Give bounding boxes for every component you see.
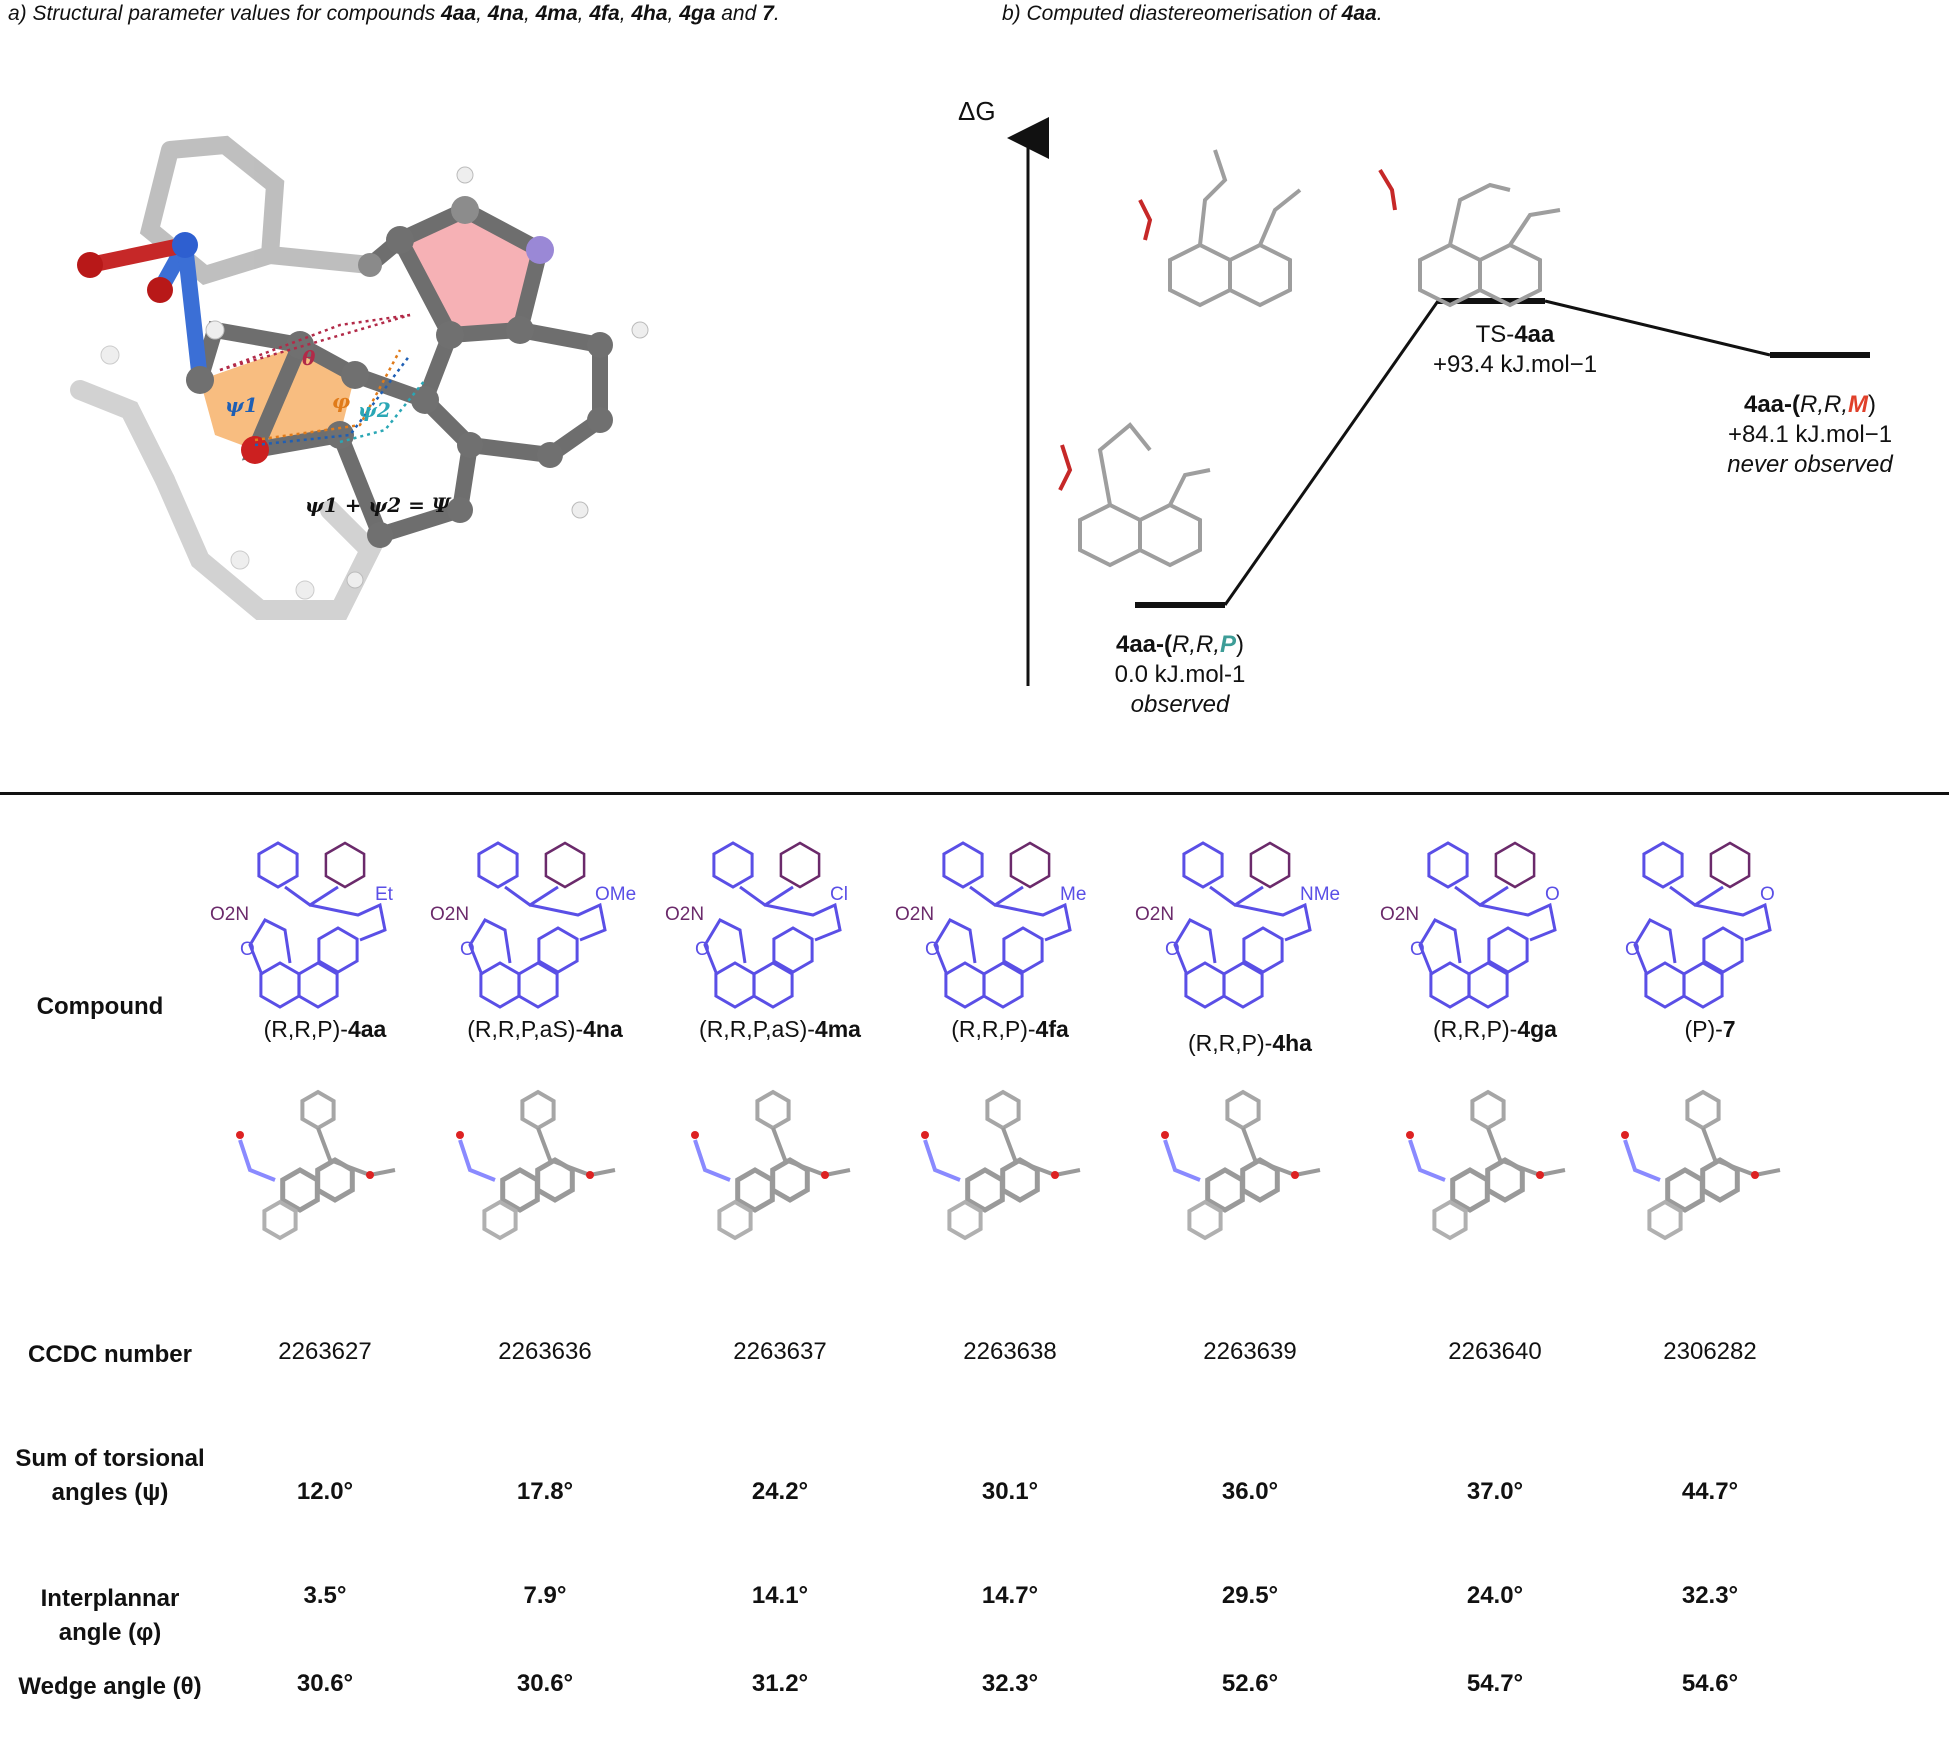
ccdc-value-7: 2306282 xyxy=(1663,1338,1757,1365)
crystal-structure-4ha xyxy=(1161,1089,1321,1241)
interplanar-value-7: 32.3° xyxy=(1681,1582,1739,1609)
interplanar-value-4ga: 24.0° xyxy=(1466,1582,1524,1609)
row-label-wedge: Wedge angle (θ) xyxy=(18,1673,202,1700)
substituent-label: Et xyxy=(375,884,394,905)
wedge-value-4ha: 52.6° xyxy=(1221,1670,1279,1697)
wedge-value-7: 54.6° xyxy=(1681,1670,1739,1697)
ring-oxygen-label: O xyxy=(695,939,710,960)
panel-b-caption: b) Computed diastereomerisation of 4aa. xyxy=(1002,2,1383,25)
wedge-value-4aa: 30.6° xyxy=(296,1670,354,1697)
compound-name-4ga: (R,R,P)-4ga xyxy=(1433,1016,1557,1042)
ring-oxygen-label: O xyxy=(1410,939,1425,960)
skeletal-structure-4fa: O2N O Me xyxy=(895,841,1086,1009)
row-label-compound: Compound xyxy=(36,993,164,1020)
state-ts-label: TS-4aa +93.4 kJ.mol−1 xyxy=(1432,321,1598,378)
nitro-group-label: O2N xyxy=(665,904,704,925)
ring-oxygen-label: O xyxy=(240,939,255,960)
ccdc-value-4ha: 2263639 xyxy=(1203,1338,1297,1365)
psi1-label: ψ1 xyxy=(225,393,258,417)
interplanar-value-4ma: 14.1° xyxy=(751,1582,809,1609)
skeletal-structure-4ga: O2N O O xyxy=(1380,841,1560,1009)
torsional-value-4fa: 30.1° xyxy=(981,1478,1039,1505)
torsional-value-4ga: 37.0° xyxy=(1466,1478,1524,1505)
phi-label: φ xyxy=(332,389,350,413)
nitro-group-label: O2N xyxy=(430,904,469,925)
torsional-value-4na: 17.8° xyxy=(516,1478,574,1505)
wedge-value-4fa: 32.3° xyxy=(981,1670,1039,1697)
skeletal-structure-7: OO xyxy=(1625,841,1775,1009)
product-model xyxy=(1378,168,1561,308)
skeletal-structure-4aa: O2N O Et xyxy=(210,841,394,1009)
torsional-value-7: 44.7° xyxy=(1681,1478,1739,1505)
ccdc-value-4ma: 2263637 xyxy=(733,1338,827,1365)
torsional-value-4aa: 12.0° xyxy=(296,1478,354,1505)
compound-name-4fa: (R,R,P)-4fa xyxy=(951,1016,1069,1042)
crystal-structure-4fa xyxy=(921,1089,1081,1241)
nitro-group-label: O2N xyxy=(895,904,934,925)
wedge-value-4ma: 31.2° xyxy=(751,1670,809,1697)
interplanar-value-4ha: 29.5° xyxy=(1221,1582,1279,1609)
substituent-label: O xyxy=(1760,884,1775,905)
interplanar-value-4aa: 3.5° xyxy=(303,1582,347,1609)
compound-name-4aa: (R,R,P)-4aa xyxy=(263,1016,387,1042)
torsional-value-4ma: 24.2° xyxy=(751,1478,809,1505)
ring-oxygen-label: O xyxy=(1165,939,1180,960)
row-label-interplanar: Interplannar angle (φ) xyxy=(40,1585,180,1646)
substituent-label: O xyxy=(1545,884,1560,905)
substituent-label: OMe xyxy=(595,884,636,905)
state-reactant-label: 4aa-(R,R,P) 0.0 kJ.mol-1 observed xyxy=(1114,631,1246,718)
ring-oxygen-label: O xyxy=(460,939,475,960)
nitro-group-label: O2N xyxy=(210,904,249,925)
substituent-label: Me xyxy=(1060,884,1086,905)
skeletal-structure-4na: O2N O OMe xyxy=(430,841,636,1009)
crystal-structure-4ma xyxy=(691,1089,851,1241)
ring-oxygen-label: O xyxy=(925,939,940,960)
compound-name-4ha: (R,R,P)-4ha xyxy=(1188,1030,1312,1056)
ccdc-value-4fa: 2263638 xyxy=(963,1338,1057,1365)
compound-name-4ma: (R,R,P,aS)-4ma xyxy=(699,1016,861,1042)
delta-g-label: ΔG xyxy=(958,96,996,126)
panel-a-caption: a) Structural parameter values for compo… xyxy=(8,2,780,25)
ts-model xyxy=(1138,149,1302,308)
nitro-group-label: O2N xyxy=(1380,904,1419,925)
skeletal-structure-4ma: O2N O Cl xyxy=(665,841,848,1009)
crystal-structure-7 xyxy=(1621,1089,1781,1241)
ccdc-value-4ga: 2263640 xyxy=(1448,1338,1542,1365)
row-label-torsional: Sum of torsional angles (ψ) xyxy=(15,1445,205,1506)
interplanar-value-4fa: 14.7° xyxy=(981,1582,1039,1609)
row-label-ccdc: CCDC number xyxy=(27,1341,192,1368)
crystal-structure-4na xyxy=(456,1089,616,1241)
energy-profile-diagram xyxy=(1007,117,1870,686)
section-divider xyxy=(0,792,1949,795)
substituent-label: Cl xyxy=(830,884,848,905)
substituent-label: NMe xyxy=(1300,884,1340,905)
reactant-model xyxy=(1058,422,1211,568)
crystal-structure-4aa xyxy=(236,1089,396,1241)
state-product-label: 4aa-(R,R,M) +84.1 kJ.mol−1 never observe… xyxy=(1727,391,1893,478)
interplanar-value-4na: 7.9° xyxy=(523,1582,567,1609)
psi2-label: ψ2 xyxy=(358,398,391,422)
psi-sum-formula: ψ1 + ψ2 = Ψ xyxy=(305,493,452,517)
compound-name-4na: (R,R,P,aS)-4na xyxy=(467,1016,623,1042)
wedge-value-4na: 30.6° xyxy=(516,1670,574,1697)
wedge-value-4ga: 54.7° xyxy=(1466,1670,1524,1697)
torsional-value-4ha: 36.0° xyxy=(1221,1478,1279,1505)
ccdc-value-4na: 2263636 xyxy=(498,1338,592,1365)
theta-label: θ xyxy=(302,346,316,370)
ring-oxygen-label: O xyxy=(1625,939,1640,960)
skeletal-structure-4ha: O2N O NMe xyxy=(1135,841,1340,1009)
compound-name-7: (P)-7 xyxy=(1684,1016,1736,1042)
ccdc-value-4aa: 2263627 xyxy=(278,1338,372,1365)
crystal-structure-4ga xyxy=(1406,1089,1566,1241)
molecule-ball-stick-model: θ φ ψ1 ψ2 ψ1 + ψ2 = Ψ xyxy=(70,135,649,620)
nitro-group-label: O2N xyxy=(1135,904,1174,925)
